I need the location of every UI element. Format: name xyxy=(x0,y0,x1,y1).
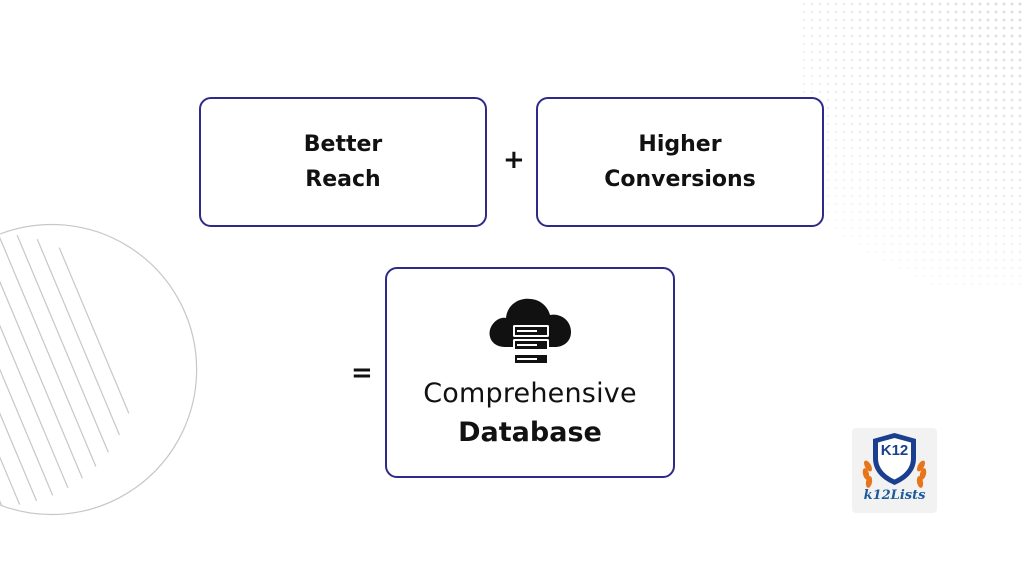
logo-badge-text: K12 xyxy=(880,442,909,459)
comprehensive-database-box: Comprehensive Database xyxy=(385,267,675,478)
higher-conversions-box: Higher Conversions xyxy=(536,97,824,227)
better-reach-box: Better Reach xyxy=(199,97,487,227)
hatch-line xyxy=(0,236,97,467)
semicircle-outline xyxy=(0,223,198,516)
higher-conversions-line1: Higher xyxy=(638,132,722,157)
database-label: Database xyxy=(458,416,602,448)
hatch-line xyxy=(0,500,3,507)
hatch-line xyxy=(16,234,109,453)
hatch-line xyxy=(0,324,69,489)
cloud-server-icon xyxy=(489,298,571,365)
hatch-line xyxy=(0,456,21,505)
plus-operator: + xyxy=(503,145,525,175)
hatch-line xyxy=(58,247,130,414)
shield-laurel-icon xyxy=(862,433,927,488)
hatch-lines xyxy=(0,234,130,507)
hatch-line xyxy=(0,280,83,479)
better-reach-line2: Reach xyxy=(305,167,381,192)
higher-conversions-line2: Conversions xyxy=(604,167,756,192)
hatch-line xyxy=(0,368,54,496)
hatch-line xyxy=(36,238,121,436)
logo-wordmark: k12Lists xyxy=(863,488,926,503)
equals-operator: = xyxy=(351,358,373,388)
k12lists-logo: K12 k12Lists xyxy=(852,428,937,513)
hatch-line xyxy=(0,412,38,502)
better-reach-line1: Better xyxy=(303,132,383,157)
comprehensive-label: Comprehensive xyxy=(423,377,637,409)
